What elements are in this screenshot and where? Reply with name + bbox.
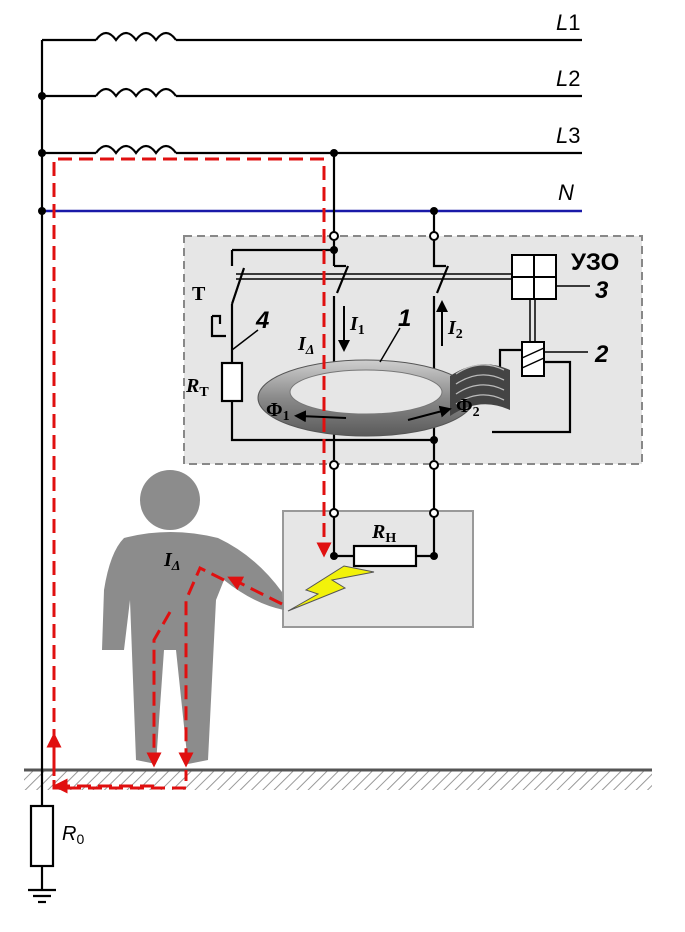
lightning-spark-icon (287, 565, 375, 612)
load-resistor-label: RН (371, 521, 396, 546)
load-enclosure (282, 510, 474, 628)
current-diff-label: IΔ (297, 333, 315, 358)
current-1-label: I1 (349, 313, 365, 338)
flux-1-label: Φ1 (266, 399, 290, 424)
flux-1-arrow (294, 410, 347, 423)
callout-2: 2 (594, 341, 609, 368)
test-resistor-label: RТ (185, 375, 209, 400)
person-current-label: IΔ (163, 549, 181, 574)
phase-lines (42, 31, 582, 155)
fault-current-path (46, 157, 332, 794)
rcd-title: УЗО (571, 249, 619, 276)
secondary-winding (450, 364, 510, 416)
toroid-core (257, 359, 475, 437)
callout-3: 3 (595, 277, 609, 304)
load-resistor (352, 544, 418, 568)
label-n: N (558, 180, 574, 205)
callout-1-leader (379, 327, 401, 363)
test-button-label: Т (192, 283, 206, 305)
phase-conductor (329, 149, 354, 560)
label-l2: L2 (556, 66, 581, 91)
ground-surface (24, 768, 652, 790)
test-circuit (230, 246, 438, 444)
relay-box (511, 254, 557, 300)
callout-4-leader (231, 329, 259, 351)
flux-2-label: Φ2 (456, 395, 480, 420)
callout-1: 1 (398, 305, 411, 332)
person-silhouette-icon (102, 470, 284, 764)
flux-2-arrow (407, 405, 452, 421)
ground-resistor (29, 804, 55, 868)
ground-resistor-label: R0 (62, 823, 84, 847)
test-button-icon (210, 314, 226, 338)
trip-coil (492, 341, 572, 434)
trip-mechanism-link (236, 273, 536, 342)
test-resistor (220, 361, 244, 403)
label-l1: L1 (556, 10, 581, 35)
label-l3: L3 (556, 123, 581, 148)
current-2-label: I2 (447, 317, 463, 342)
callout-4: 4 (255, 307, 269, 334)
earth-symbol-icon (28, 866, 56, 904)
